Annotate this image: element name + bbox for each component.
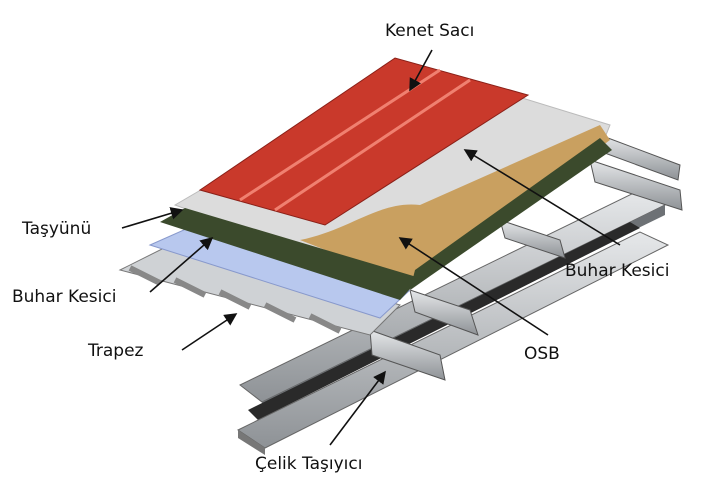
insulation-right xyxy=(410,138,612,290)
label-arrows xyxy=(121,49,621,446)
insulation-front xyxy=(160,208,420,300)
label-trapez: Trapez xyxy=(88,341,144,361)
osb-board xyxy=(300,125,610,285)
label-kenet-saci: Kenet Sacı xyxy=(385,21,475,41)
label-celik-tasiyici: Çelik Taşıyıcı xyxy=(255,454,363,474)
label-tasyunu: Taşyünü xyxy=(22,219,92,239)
trapez-sheet xyxy=(118,239,401,336)
label-osb: OSB xyxy=(524,344,560,364)
purlins xyxy=(369,134,683,381)
label-buhar-kesici-right: Buhar Kesici xyxy=(565,261,670,281)
label-buhar-kesici-left: Buhar Kesici xyxy=(12,287,117,307)
standing-seam-sheet xyxy=(198,57,530,226)
